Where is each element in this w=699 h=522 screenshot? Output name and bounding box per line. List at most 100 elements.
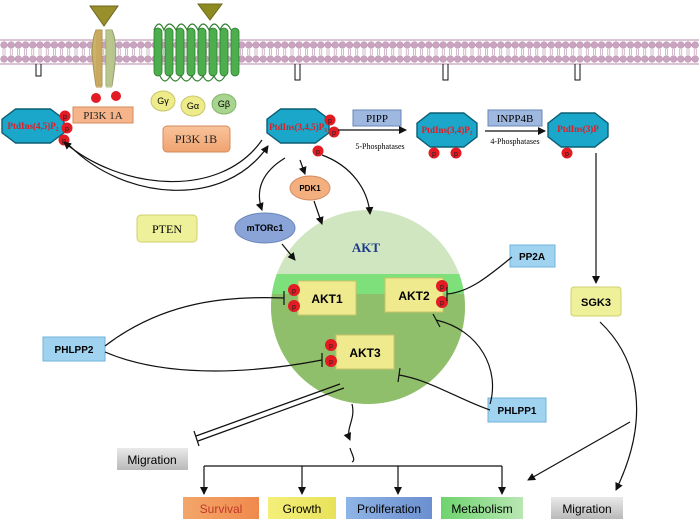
phosphate-group bbox=[288, 284, 300, 296]
membrane-head bbox=[626, 55, 635, 63]
five-phosphatases-label: 5-Phosphatases bbox=[355, 142, 404, 151]
membrane-head bbox=[331, 55, 339, 63]
membrane-head bbox=[569, 55, 577, 63]
akt2-box: AKT2 bbox=[384, 277, 444, 313]
phosphate-group bbox=[288, 300, 300, 312]
membrane-head bbox=[490, 41, 498, 49]
membrane-head bbox=[288, 55, 296, 63]
phosphate-group bbox=[324, 114, 336, 126]
membrane-head bbox=[43, 55, 51, 63]
membrane-head bbox=[648, 41, 656, 49]
pipp-box: PIPP bbox=[352, 109, 402, 127]
membrane-head bbox=[677, 41, 685, 49]
akt3-box: AKT3 bbox=[335, 334, 395, 370]
phosphate-label: p bbox=[329, 359, 333, 366]
arrow-pip3-to-pdk1 bbox=[298, 159, 307, 175]
sgk3-label: SGK3 bbox=[581, 297, 611, 309]
membrane-head bbox=[554, 55, 563, 63]
membrane-head bbox=[144, 41, 152, 49]
phosphate-group bbox=[312, 145, 324, 157]
membrane-head bbox=[317, 41, 325, 49]
g-alpha-label: Gα bbox=[187, 101, 199, 111]
membrane-head bbox=[360, 41, 368, 49]
membrane-head bbox=[403, 41, 411, 49]
membrane-head bbox=[547, 41, 555, 49]
membrane-head bbox=[353, 41, 361, 49]
membrane-head bbox=[677, 55, 685, 63]
inhibit-phlpp2-akt1 bbox=[104, 297, 285, 347]
membrane-head bbox=[547, 55, 555, 63]
inpp4b-box: INPP4B bbox=[487, 109, 543, 127]
phosphate-label: p bbox=[329, 343, 333, 350]
inhibit-phlpp2-akt3 bbox=[104, 351, 323, 372]
survival-box: Survival bbox=[183, 497, 259, 519]
membrane-head bbox=[410, 41, 419, 49]
membrane-head bbox=[518, 55, 527, 63]
membrane-head bbox=[295, 55, 303, 63]
membrane-head bbox=[130, 55, 138, 63]
phosphate-group bbox=[325, 355, 337, 367]
gpcr-receptor bbox=[153, 3, 240, 82]
membrane-head bbox=[612, 55, 620, 63]
membrane-head bbox=[281, 55, 289, 63]
membrane-head bbox=[144, 55, 152, 63]
membrane-head bbox=[22, 41, 30, 49]
arrow-pip2-to-pip3 bbox=[69, 145, 269, 191]
mtorc1-node: mTORc1 bbox=[234, 212, 296, 244]
growth-box: Growth bbox=[268, 497, 336, 519]
sgk3-box: SGK3 bbox=[570, 286, 622, 317]
lipid-anchors bbox=[35, 64, 581, 81]
membrane-head bbox=[252, 41, 260, 49]
membrane-head bbox=[439, 55, 447, 63]
membrane-head bbox=[72, 41, 80, 49]
membrane-head bbox=[79, 41, 87, 49]
membrane-head bbox=[446, 55, 455, 63]
membrane-head bbox=[576, 55, 584, 63]
membrane-head bbox=[432, 41, 440, 49]
membrane-head bbox=[57, 55, 66, 63]
membrane-head bbox=[14, 55, 23, 63]
migration-left-box: Migration bbox=[117, 448, 188, 470]
membrane-head bbox=[669, 41, 678, 49]
membrane-head bbox=[0, 55, 8, 63]
phosphate-label: p bbox=[316, 149, 320, 156]
phosphate-label: p bbox=[454, 151, 458, 158]
membrane-head bbox=[576, 41, 584, 49]
membrane-head bbox=[374, 55, 383, 63]
phosphate-label: p bbox=[440, 284, 444, 291]
membrane-head bbox=[410, 55, 419, 63]
membrane-head bbox=[454, 41, 462, 49]
membrane-head bbox=[346, 55, 354, 63]
inhibit-phlpp1-akt2 bbox=[435, 319, 494, 405]
pip3-octagon bbox=[266, 108, 330, 144]
phosphate-label: p bbox=[328, 118, 332, 125]
pdk1-label: PDK1 bbox=[299, 184, 321, 193]
pip34-octagon bbox=[416, 112, 478, 148]
membrane-head bbox=[396, 41, 404, 49]
membrane-head bbox=[382, 55, 390, 63]
akt2-label: AKT2 bbox=[398, 289, 430, 303]
membrane-head bbox=[418, 55, 426, 63]
membrane-head bbox=[36, 55, 44, 63]
phosphate-label: p bbox=[565, 151, 569, 158]
proliferation-label: Proliferation bbox=[357, 502, 421, 516]
phosphate-label: p bbox=[63, 114, 67, 121]
membrane-head bbox=[29, 55, 37, 63]
phosphate-group bbox=[61, 122, 73, 134]
membrane-head bbox=[288, 41, 296, 49]
membrane-head bbox=[446, 41, 455, 49]
mtorc1-label: mTORc1 bbox=[247, 223, 284, 233]
phlpp2-label: PHLPP2 bbox=[55, 345, 94, 356]
membrane-head bbox=[65, 55, 73, 63]
phosphate-label: p bbox=[292, 288, 296, 295]
membrane-head bbox=[302, 41, 311, 49]
membrane-head bbox=[554, 41, 563, 49]
pip2-octagon bbox=[1, 108, 65, 144]
membrane-head bbox=[619, 41, 627, 49]
phosphate-label: p bbox=[440, 300, 444, 307]
phosphate-group bbox=[436, 296, 448, 308]
phosphate-label: p bbox=[292, 304, 296, 311]
phosphate-group bbox=[325, 339, 337, 351]
metabolism-box: Metabolism bbox=[441, 497, 523, 519]
membrane-head bbox=[540, 55, 548, 63]
